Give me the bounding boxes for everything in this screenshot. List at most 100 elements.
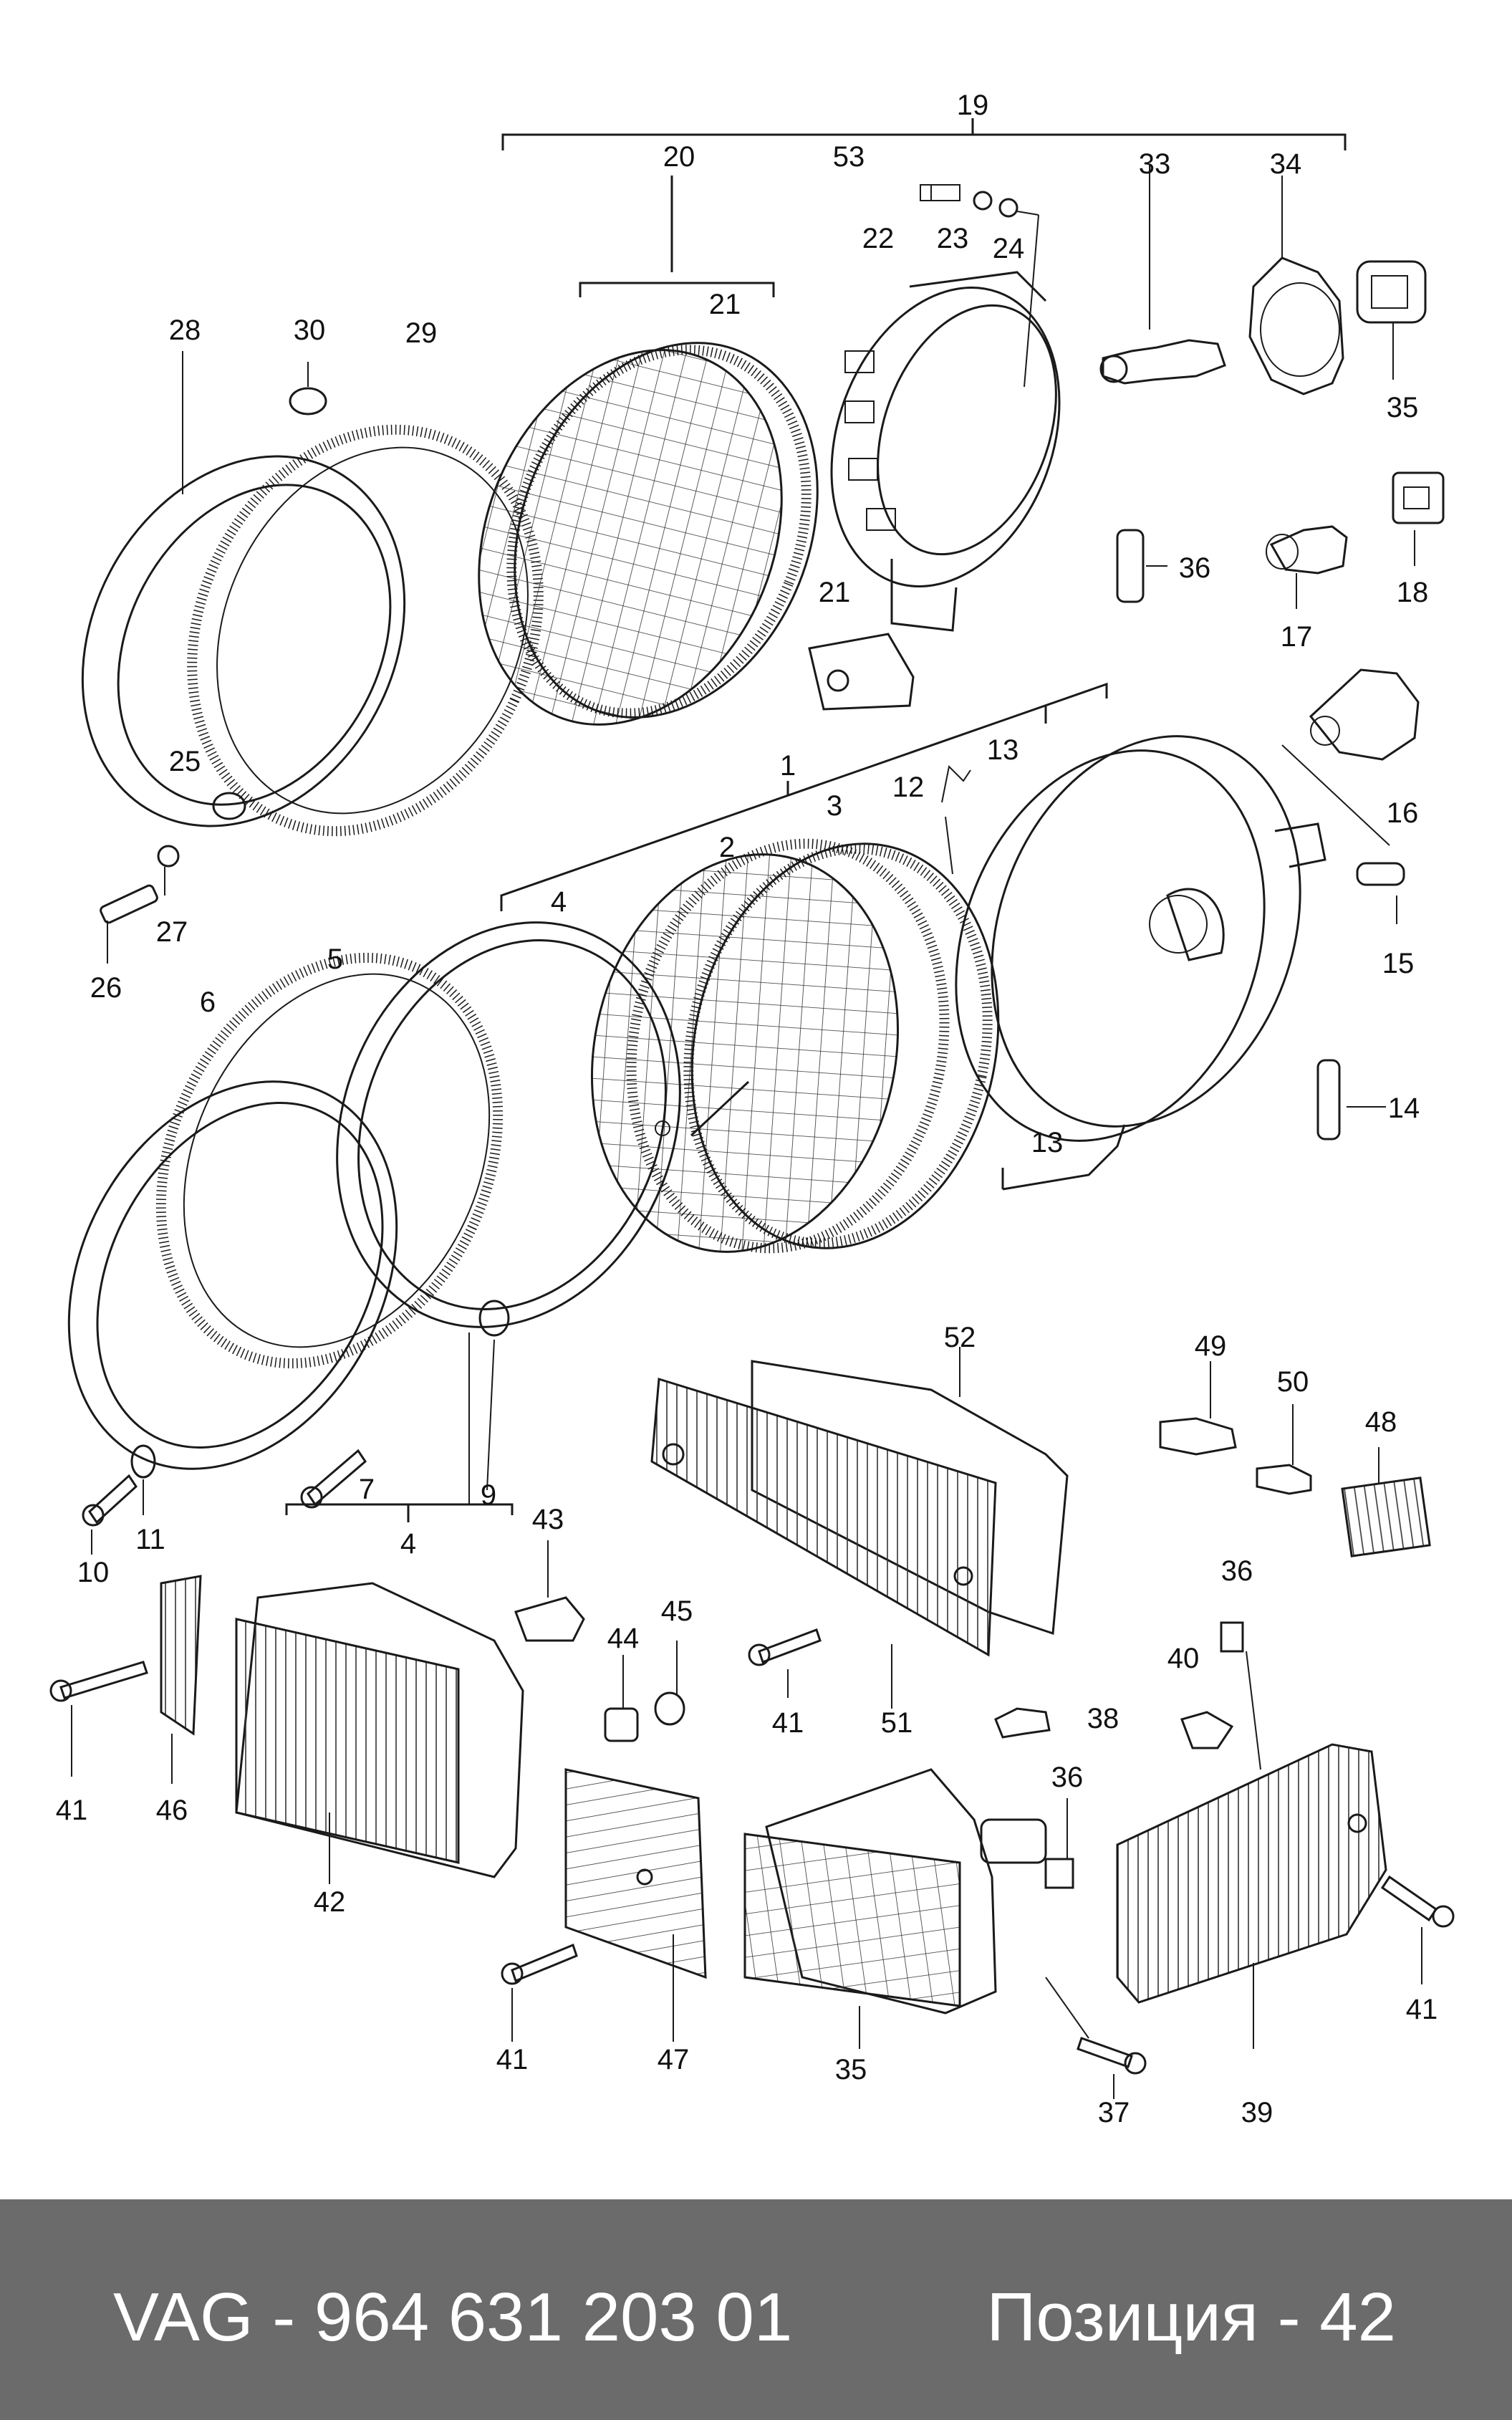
- spring-clip-12: [941, 764, 971, 875]
- plug-25: [212, 792, 246, 820]
- washer-11: [130, 1444, 156, 1515]
- nut-45: [654, 1641, 685, 1726]
- label-23: 23: [937, 223, 969, 254]
- part-number: VAG - 964 631 203 01: [113, 2279, 793, 2356]
- screw-22: [920, 184, 960, 201]
- screw-rod: [690, 1080, 750, 1137]
- bracket-19: [501, 118, 1347, 150]
- bulb-15: [1356, 862, 1405, 924]
- label-4-upper: 4: [551, 886, 567, 918]
- bulb-49: [1159, 1361, 1237, 1456]
- clip-36-lower: [1044, 1798, 1074, 1889]
- label-10: 10: [77, 1557, 110, 1588]
- connector-21: [808, 633, 915, 711]
- label-41-center: 41: [772, 1707, 804, 1739]
- screw-37: [1045, 1977, 1147, 2099]
- connector-33: [1356, 260, 1427, 380]
- mounting-ring-53: [830, 271, 1061, 632]
- bulb-31: [1099, 165, 1226, 385]
- label-40: 40: [1167, 1643, 1200, 1674]
- callout-labels: 19 20 53 33 34 21 22 23 24 28 30 29 35 3…: [56, 90, 1438, 2128]
- label-42: 42: [314, 1886, 346, 1918]
- label-44: 44: [607, 1623, 640, 1654]
- label-20: 20: [663, 141, 695, 173]
- headlight-bowl-13: [955, 735, 1326, 1142]
- screw-41-left: [49, 1661, 148, 1777]
- screw-41-center: [748, 1628, 822, 1698]
- seal-5: [155, 952, 504, 1369]
- label-5: 5: [327, 943, 343, 975]
- screw-7: [300, 1449, 367, 1509]
- label-6: 6: [200, 986, 216, 1018]
- trim-ring-6: [67, 1080, 398, 1470]
- side-marker-46: [160, 1575, 202, 1784]
- label-36-lower: 36: [1051, 1762, 1084, 1793]
- parts-diagram: 19 20 53 33 34 21 22 23 24 28 30 29 35 3…: [49, 90, 1455, 2128]
- retainer-ring-4: [336, 921, 681, 1328]
- label-36-upper: 36: [1221, 1555, 1253, 1587]
- bracket-1: [500, 682, 1108, 911]
- label-43: 43: [532, 1504, 564, 1535]
- seal-29: [187, 424, 544, 837]
- washer-24: [998, 198, 1039, 388]
- label-12: 12: [892, 772, 925, 803]
- indicator-lens-51: [650, 1378, 997, 1709]
- label-53: 53: [833, 141, 865, 173]
- label-37: 37: [1098, 2097, 1130, 2128]
- label-49: 49: [1195, 1330, 1227, 1362]
- screw-41-lower: [501, 1944, 578, 2042]
- fog-light-42: [235, 1582, 524, 1884]
- label-31: 33: [1139, 148, 1171, 180]
- clip-9: [478, 1300, 510, 1491]
- label-19: 19: [957, 90, 989, 121]
- label-11: 11: [135, 1524, 165, 1555]
- label-50: 50: [1277, 1366, 1309, 1398]
- bulb-40: [1180, 1711, 1234, 1749]
- label-16: 16: [1387, 797, 1419, 829]
- bracket-13-lower: [1001, 1124, 1126, 1191]
- nut-23: [973, 191, 993, 211]
- label-13-upper: 13: [987, 734, 1019, 766]
- headlight-rim-28: [81, 351, 406, 827]
- label-22: 22: [862, 223, 895, 254]
- label-46: 46: [156, 1795, 188, 1826]
- bracket-20-21: [579, 176, 775, 297]
- screw-26: [100, 884, 158, 964]
- sleeve-44: [604, 1655, 639, 1742]
- label-47: 47: [658, 2044, 690, 2075]
- label-48: 48: [1365, 1406, 1397, 1438]
- bulb-50: [1256, 1404, 1312, 1495]
- label-3: 3: [827, 790, 842, 822]
- label-52: 52: [944, 1322, 976, 1353]
- screw-41-right: [1380, 1875, 1455, 1984]
- lens-2: [590, 838, 950, 1254]
- reflector-48: [1341, 1447, 1431, 1557]
- label-41-left: 41: [56, 1795, 88, 1826]
- label-18: 18: [1397, 577, 1429, 608]
- holder-43: [514, 1540, 585, 1642]
- clip-36-upper: [1220, 1621, 1261, 1770]
- label-28: 28: [169, 314, 201, 346]
- bulb-34: [1116, 529, 1167, 603]
- reflector-3: [683, 842, 1000, 1249]
- plug-30: [289, 362, 327, 416]
- label-34: 36: [1179, 552, 1211, 584]
- bracket-4-lower: [285, 1333, 514, 1522]
- position-label: Позиция - 42: [986, 2279, 1396, 2356]
- label-9: 9: [481, 1479, 496, 1511]
- label-45: 45: [661, 1595, 693, 1627]
- label-38: 38: [1087, 1703, 1119, 1734]
- bulb-17: [1266, 525, 1348, 609]
- label-7: 7: [359, 1474, 375, 1505]
- label-21-lower: 21: [819, 577, 851, 608]
- label-21-upper: 21: [709, 289, 741, 320]
- marker-light-39: [1116, 1743, 1387, 2049]
- label-41-lower: 41: [496, 2044, 529, 2075]
- label-25: 25: [169, 746, 201, 777]
- label-29: 29: [405, 317, 438, 349]
- label-24: 24: [993, 233, 1025, 264]
- label-2: 2: [719, 832, 735, 863]
- screw-10: [82, 1474, 138, 1555]
- label-15: 15: [1382, 948, 1415, 979]
- bulb-14: [1316, 1059, 1386, 1141]
